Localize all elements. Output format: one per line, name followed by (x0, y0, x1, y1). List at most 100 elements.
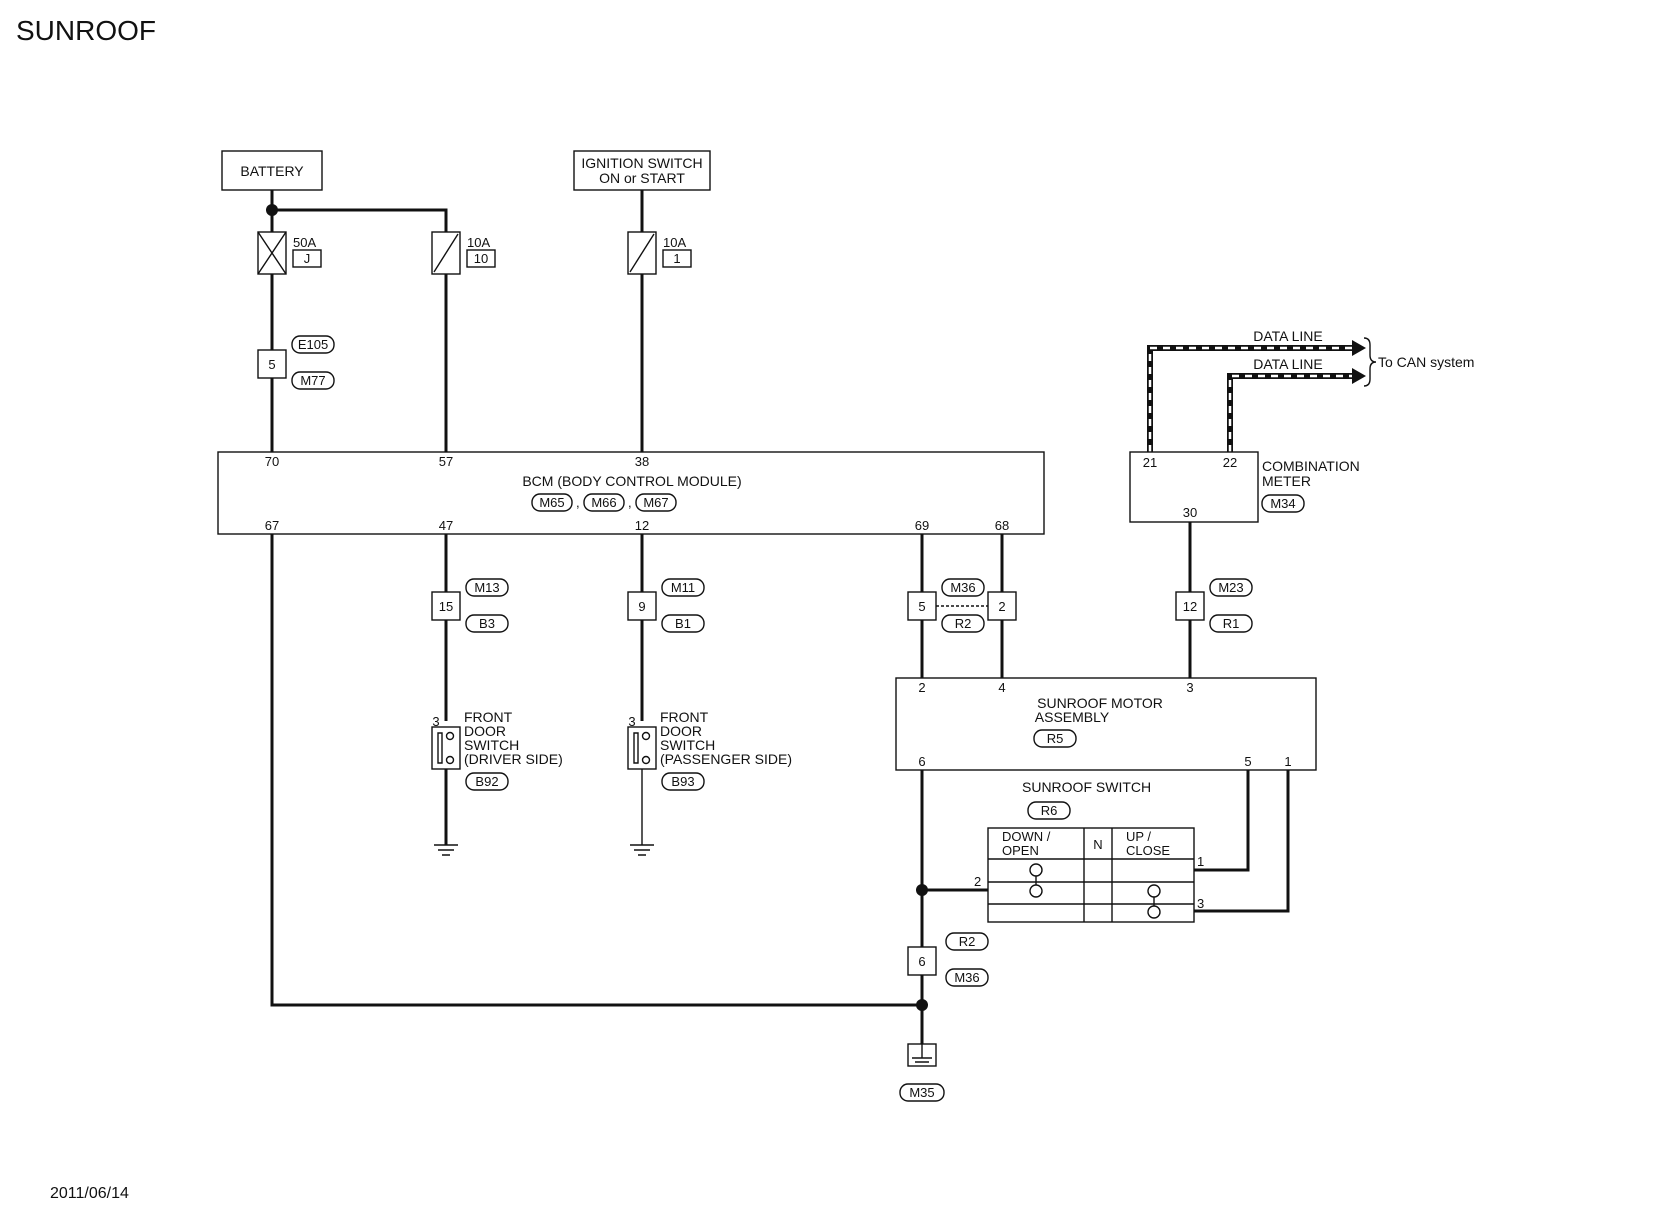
connector-r2-top: R2 (959, 934, 976, 949)
fuse-10a-10-rating: 10A (467, 235, 490, 250)
motor-pin-2: 2 (918, 680, 925, 695)
ground-passenger (630, 844, 654, 856)
connector-m11-top: M11 (671, 580, 695, 595)
fuse-50a-rating: 50A (293, 235, 316, 250)
connector-r2-m36: 6 R2 M36 (907, 932, 989, 987)
connector-m11-b1: 9 M11 B1 (627, 578, 705, 633)
motor-pin-1: 1 (1284, 754, 1291, 769)
bcm-sep-2: , (628, 495, 632, 510)
meter-pin-30: 30 (1183, 505, 1197, 520)
battery-label: BATTERY (240, 163, 304, 179)
motor-pin-5: 5 (1244, 754, 1251, 769)
motor-label-1: SUNROOF MOTOR (1037, 695, 1163, 711)
connector-m13-pin: 15 (439, 599, 453, 614)
data-lines: DATA LINE DATA LINE To CAN system (1147, 328, 1474, 452)
ignition-line2: ON or START (599, 170, 685, 186)
driver-switch-line1: FRONT (464, 709, 513, 725)
ground-connector: M35 (909, 1085, 934, 1100)
sunroof-motor-assembly: 2 4 3 SUNROOF MOTOR ASSEMBLY R5 6 5 1 (895, 677, 1317, 771)
driver-switch-connector: B92 (475, 774, 498, 789)
bcm-pin-38: 38 (635, 454, 649, 469)
connector-r2-pin: 6 (918, 954, 925, 969)
meter-label-2: METER (1262, 473, 1311, 489)
sunroof-switch: SUNROOF SWITCH R6 DOWN / OPEN N UP / CLO… (974, 779, 1204, 923)
connector-m11-bottom: B1 (675, 616, 691, 631)
meter-connector: M34 (1270, 496, 1295, 511)
bcm-pin-47: 47 (439, 518, 453, 533)
ignition-line1: IGNITION SWITCH (581, 155, 702, 171)
passenger-switch-line2: DOOR (660, 723, 702, 739)
sunroof-switch-label: SUNROOF SWITCH (1022, 779, 1151, 795)
motor-label-2: ASSEMBLY (1035, 709, 1110, 725)
bcm-pin-57: 57 (439, 454, 453, 469)
diagram-date: 2011/06/14 (50, 1185, 129, 1202)
meter-label-1: COMBINATION (1262, 458, 1360, 474)
connector-e105-pin: 5 (268, 357, 275, 372)
data-line-2: DATA LINE (1253, 356, 1323, 372)
fuse-10a-1: 10A 1 (627, 231, 692, 275)
connector-m23-top: M23 (1218, 580, 1243, 595)
col-down-2: OPEN (1002, 843, 1039, 858)
driver-switch-line2: DOOR (464, 723, 506, 739)
col-up-1: UP / (1126, 829, 1151, 844)
driver-switch-line4: (DRIVER SIDE) (464, 751, 563, 767)
connector-e105-bottom: M77 (300, 373, 325, 388)
connector-m11-pin: 9 (638, 599, 645, 614)
driver-switch-pin: 3 (432, 714, 439, 729)
fuse-10a-10: 10A 10 (431, 231, 496, 275)
data-line-1: DATA LINE (1253, 328, 1323, 344)
ignition-switch: IGNITION SWITCH ON or START (573, 150, 711, 191)
bcm-pin-70: 70 (265, 454, 279, 469)
switch-pin-3: 3 (1197, 896, 1204, 911)
bcm-pin-69: 69 (915, 518, 929, 533)
connector-m36-pin-2: 2 (998, 599, 1005, 614)
col-n: N (1093, 837, 1102, 852)
connector-m36-r2: 5 2 M36 R2 (907, 578, 1017, 633)
switch-pin-2: 2 (974, 874, 981, 889)
bcm-sep-1: , (576, 495, 580, 510)
passenger-switch-line1: FRONT (660, 709, 709, 725)
bcm-connector-m66: M66 (591, 495, 616, 510)
fuse-10a-1-rating: 10A (663, 235, 686, 250)
switch-pin-1: 1 (1197, 854, 1204, 869)
sunroof-switch-connector: R6 (1041, 803, 1058, 818)
page-title: SUNROOF (16, 15, 156, 46)
fuse-50a: 50A J (257, 231, 322, 275)
passenger-switch-pin: 3 (628, 714, 635, 729)
front-door-switch-passenger: 3 FRONT DOOR SWITCH (PASSENGER SIDE) B93 (627, 709, 792, 791)
bcm-label: BCM (BODY CONTROL MODULE) (522, 473, 741, 489)
fuse-10a-1-id: 1 (673, 251, 680, 266)
fuse-50a-id: J (304, 251, 311, 266)
connector-m23-bottom: R1 (1223, 616, 1240, 631)
connector-m36-bottom: R2 (955, 616, 972, 631)
passenger-switch-connector: B93 (671, 774, 694, 789)
ground-driver (434, 844, 458, 856)
motor-pin-3: 3 (1186, 680, 1193, 695)
connector-m23-r1: 12 M23 R1 (1175, 578, 1253, 633)
bcm-pin-67: 67 (265, 518, 279, 533)
bcm-pin-12: 12 (635, 518, 649, 533)
fuse-10a-10-id: 10 (474, 251, 488, 266)
col-down-1: DOWN / (1002, 829, 1051, 844)
connector-e105-top: E105 (298, 337, 328, 352)
motor-connector: R5 (1047, 731, 1064, 746)
bcm-connector-m67: M67 (643, 495, 668, 510)
connector-m23-pin: 12 (1183, 599, 1197, 614)
connector-m13-bottom: B3 (479, 616, 495, 631)
connector-m13-top: M13 (474, 580, 499, 595)
driver-switch-line3: SWITCH (464, 737, 519, 753)
connector-e105-m77: 5 E105 M77 (257, 335, 335, 390)
connector-r2-bottom: M36 (954, 970, 979, 985)
col-up-2: CLOSE (1126, 843, 1170, 858)
motor-pin-6: 6 (918, 754, 925, 769)
bcm-connector-m65: M65 (539, 495, 564, 510)
can-system-label: To CAN system (1378, 354, 1474, 370)
connector-m36-top: M36 (950, 580, 975, 595)
passenger-switch-line4: (PASSENGER SIDE) (660, 751, 792, 767)
motor-pin-4: 4 (998, 680, 1005, 695)
meter-pin-21: 21 (1143, 455, 1157, 470)
battery: BATTERY (221, 150, 323, 191)
combination-meter: 21 22 30 COMBINATION METER M34 (1129, 451, 1360, 523)
passenger-switch-line3: SWITCH (660, 737, 715, 753)
